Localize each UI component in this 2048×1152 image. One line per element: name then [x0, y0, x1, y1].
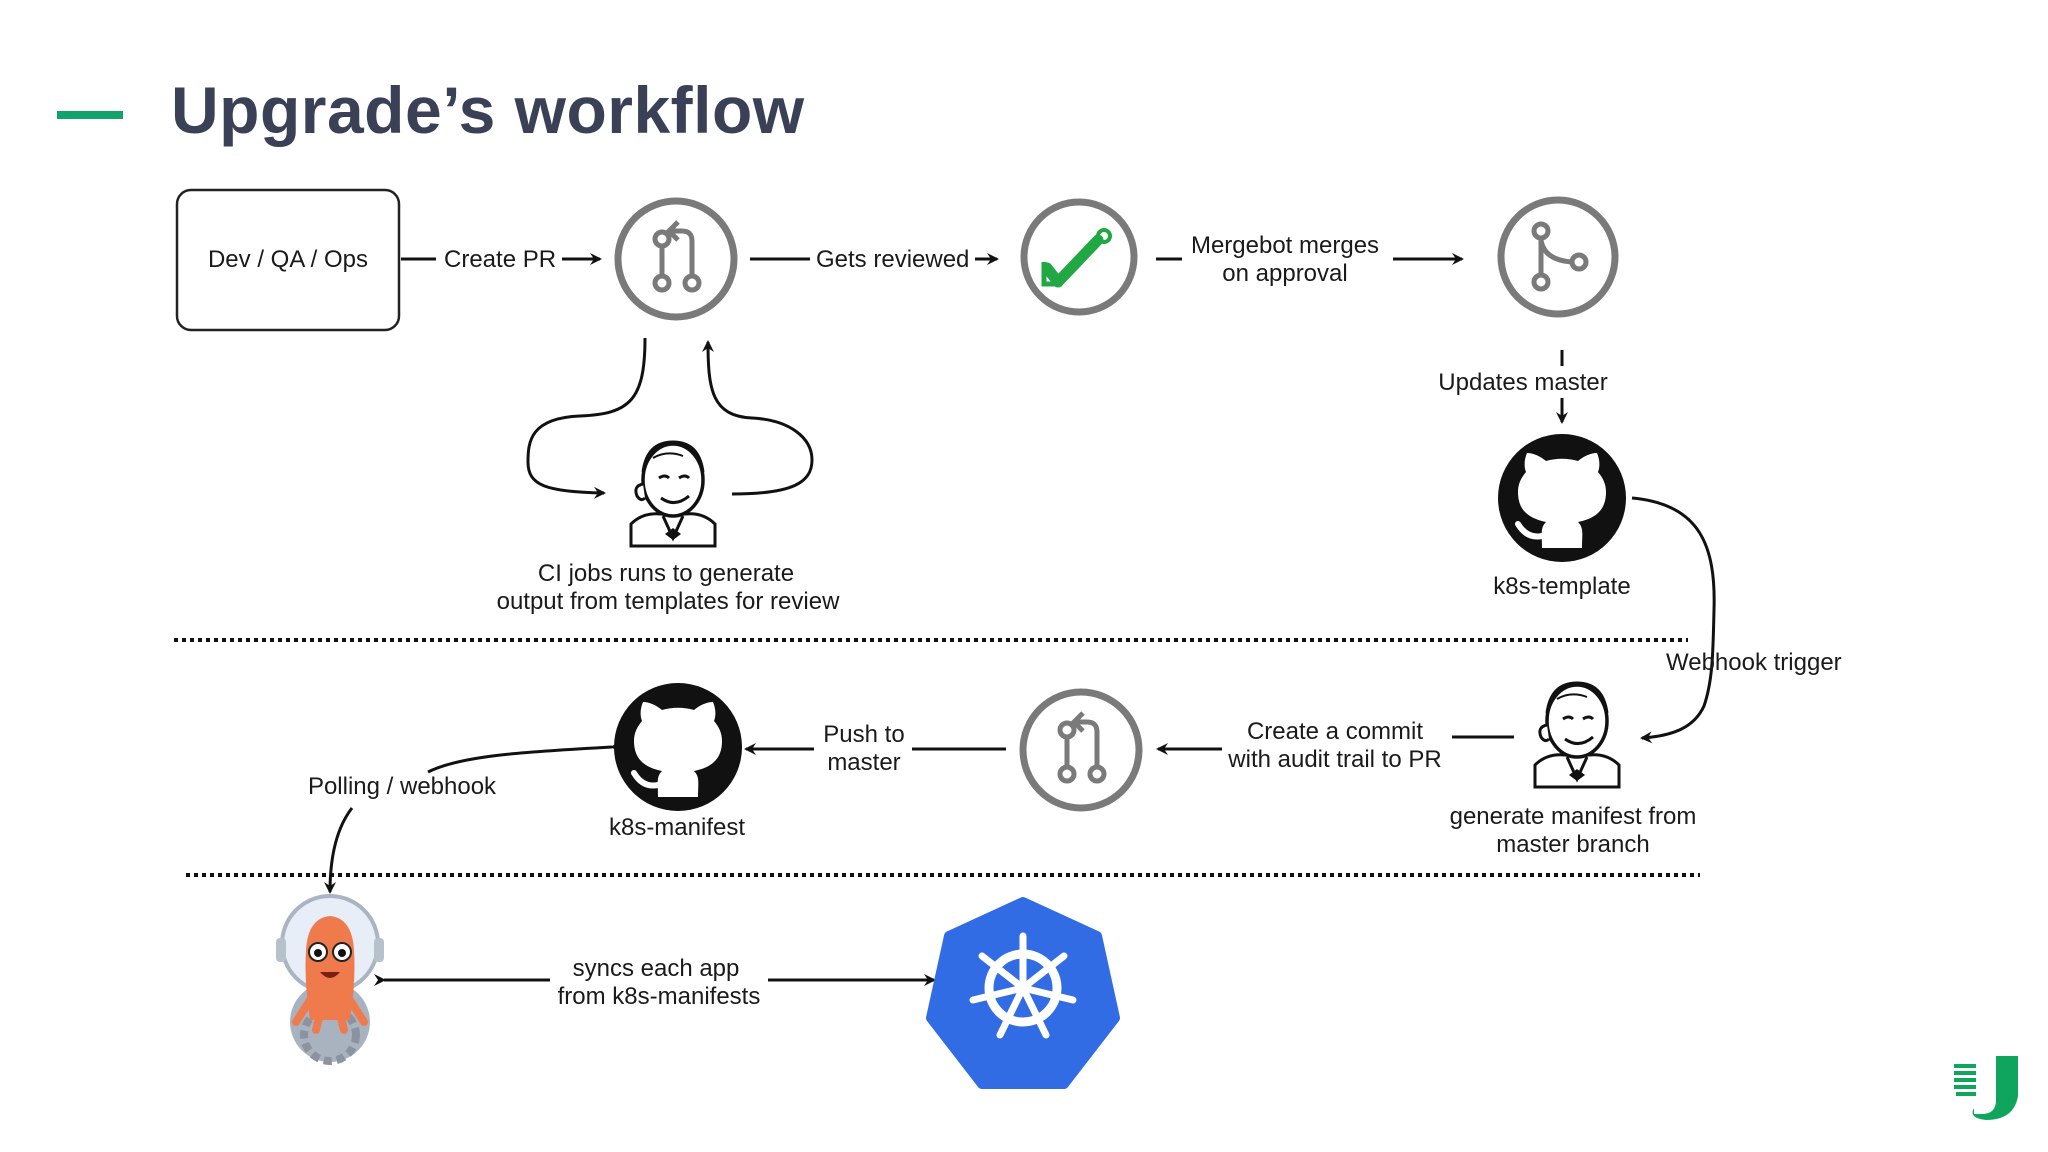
source-box: [175, 188, 401, 332]
source-box-label: Dev / QA / Ops: [208, 246, 368, 273]
edge-commit-label-1: Create a commit: [1247, 718, 1423, 745]
edge-polling-label: Polling / webhook: [308, 773, 497, 800]
merge-icon: [1497, 196, 1619, 318]
pull-request-icon-2: [1023, 692, 1139, 808]
ci-loop-up-arrow: [702, 340, 814, 496]
repo-template-label: k8s-template: [1493, 573, 1630, 600]
pull-request-icon: [618, 201, 734, 317]
edge-sync-label-1: syncs each app: [573, 955, 740, 982]
ci-caption-1: CI jobs runs to generate: [538, 560, 794, 587]
edge-push-label-1: Push to: [823, 721, 904, 748]
edge-push-label-2: master: [827, 749, 900, 776]
jenkins-icon-2: [1533, 681, 1621, 789]
webhook-arrow: [1631, 496, 1716, 744]
github-icon: [1498, 434, 1626, 562]
title-accent-bar: [57, 111, 123, 119]
edge-gets-reviewed-label: Gets reviewed: [816, 246, 969, 273]
edge-updates-master-label: Updates master: [1438, 369, 1607, 396]
edge-create-pr-label: Create PR: [444, 246, 556, 273]
kubernetes-icon: [926, 897, 1120, 1089]
polling-arrow-top: [427, 740, 623, 774]
polling-arrow-bottom: [324, 807, 354, 894]
github-icon-2: [614, 683, 742, 811]
approve-icon: [1020, 198, 1138, 316]
edge-webhook-label: Webhook trigger: [1666, 649, 1842, 676]
edge-mergebot-label-2: on approval: [1222, 260, 1347, 287]
ci-loop-down-arrow: [526, 337, 647, 499]
jenkins-icon: [629, 440, 717, 548]
company-logo-icon: [1954, 1056, 2018, 1120]
repo-manifest-label: k8s-manifest: [609, 814, 745, 841]
edge-mergebot-label-1: Mergebot merges: [1191, 232, 1379, 259]
generate-caption-2: master branch: [1496, 831, 1649, 858]
slide-title: Upgrade’s workflow: [171, 73, 805, 147]
edge-commit-label-2: with audit trail to PR: [1227, 746, 1441, 773]
edge-sync-label-2: from k8s-manifests: [558, 983, 761, 1010]
ci-caption-2: output from templates for review: [497, 588, 840, 615]
argo-icon: [276, 894, 384, 1065]
generate-caption-1: generate manifest from: [1450, 803, 1697, 830]
